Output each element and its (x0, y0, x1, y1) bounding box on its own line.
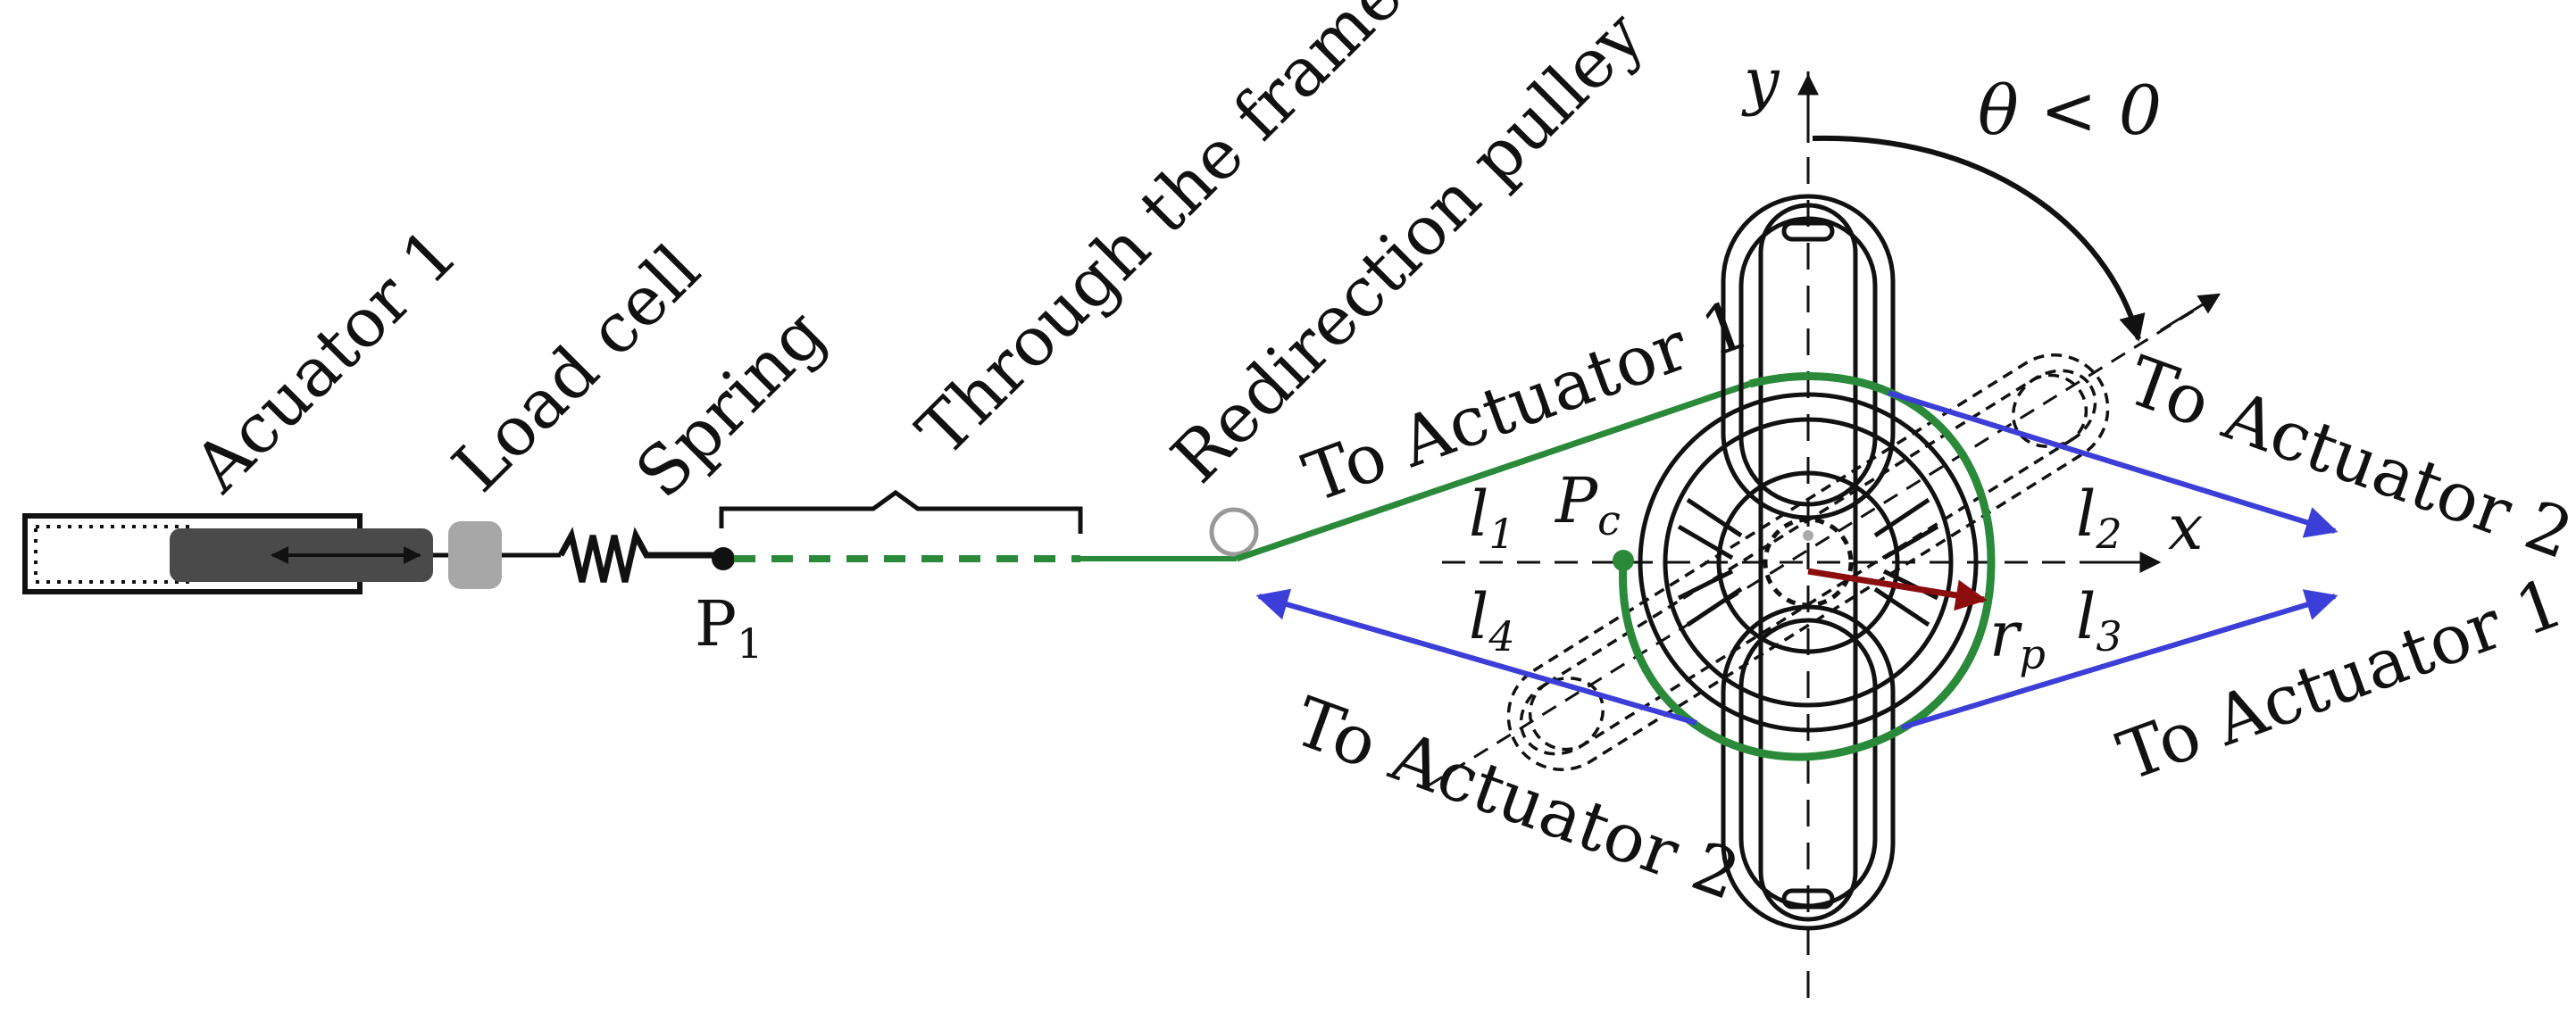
load-cell (433, 521, 561, 589)
cable-wrap (1619, 372, 1996, 761)
label-l1: l1 (1469, 478, 1515, 558)
spring (557, 527, 723, 583)
label-l4: l4 (1469, 580, 1515, 660)
label-p1: P1 (695, 587, 763, 668)
label-rp: rp (1989, 598, 2046, 678)
label-through-frame: Through the frame (902, 0, 1418, 471)
joint-mechanism (1428, 71, 2206, 1009)
joint-center (1803, 530, 1813, 541)
label-l2: l2 (2076, 478, 2122, 558)
theta-arc (1812, 135, 2146, 342)
redirection-pulley (1209, 507, 1259, 557)
label-actuator-1: Acuator 1 (178, 212, 472, 507)
label-y-axis: y (1741, 45, 1780, 118)
radius-rp (1807, 568, 1988, 611)
arrow-to-actuator-1-lower (1901, 589, 2338, 730)
actuator-1 (22, 513, 433, 594)
rotated-axis-arrow (2160, 293, 2222, 332)
point-p1 (712, 547, 735, 570)
label-x-axis: x (2168, 491, 2203, 564)
point-pc (1613, 550, 1634, 571)
label-to-actuator-1-right: To Actuator 1 (2108, 562, 2573, 796)
label-theta: θ < 0 (1978, 71, 2162, 150)
label-pc: Pc (1554, 464, 1621, 544)
label-l3: l3 (2076, 580, 2122, 660)
cable-to-pulley-top (1235, 380, 1752, 562)
arrow-to-actuator-2-upper (1888, 390, 2338, 538)
arrow-to-actuator-2-left (1255, 588, 1697, 726)
brace (719, 489, 1083, 534)
